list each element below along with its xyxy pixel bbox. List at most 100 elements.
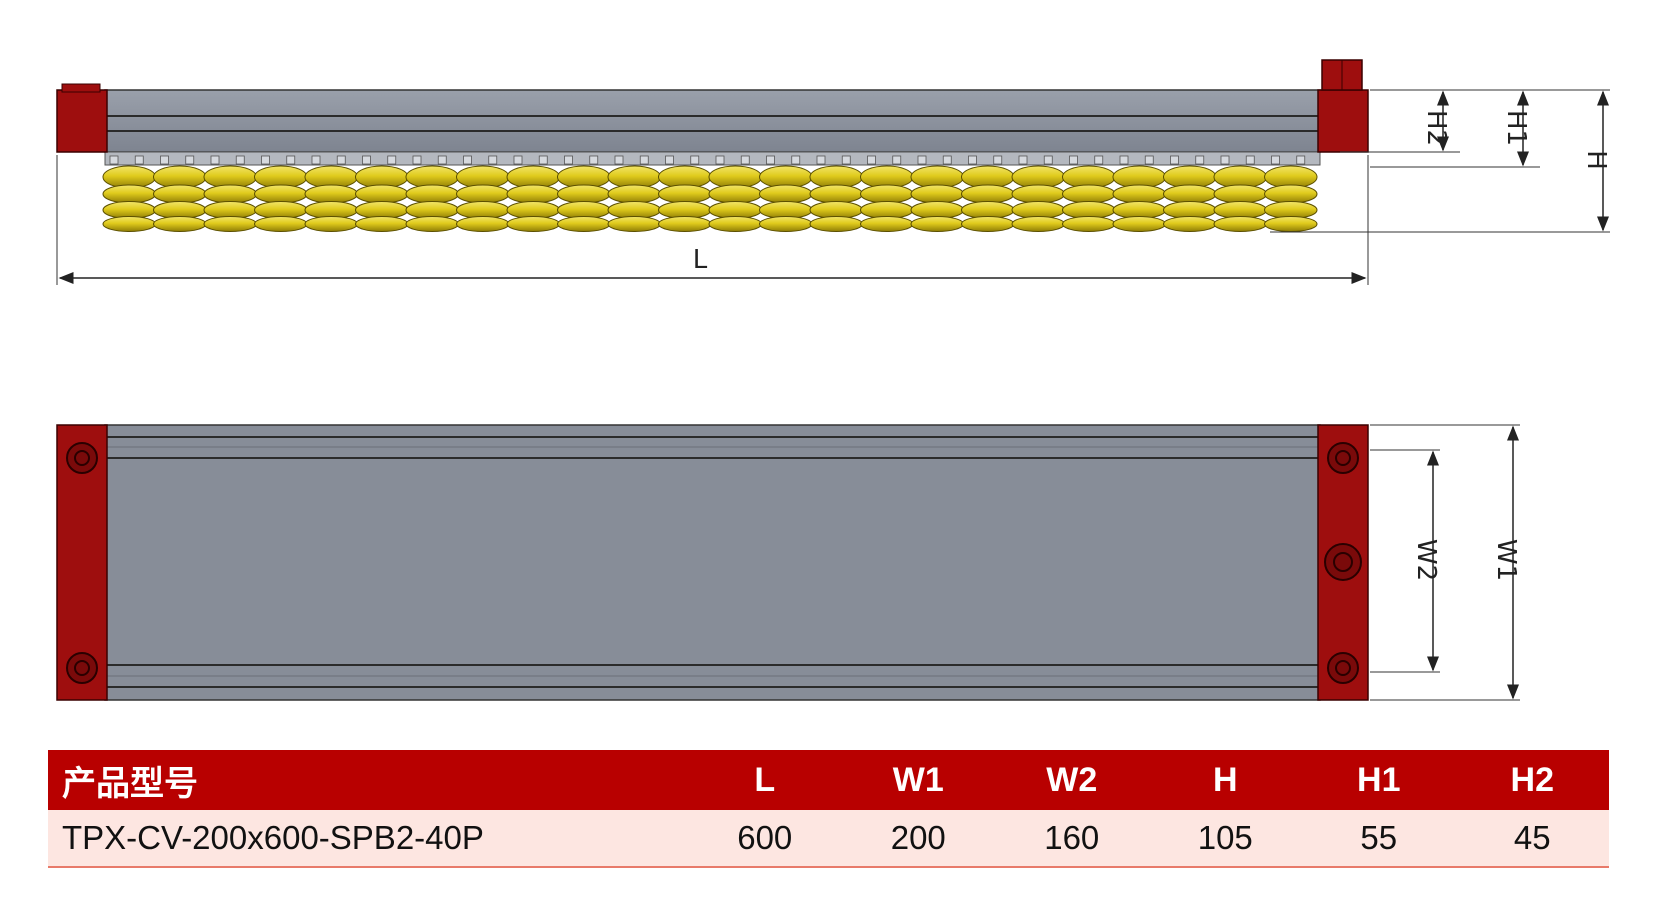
fitting-nub (261, 155, 270, 165)
suction-cup-segment (607, 201, 661, 219)
fitting-nub (513, 155, 523, 165)
suction-cup-segment (1011, 216, 1065, 232)
mounting-bolts (66, 442, 1362, 684)
suction-cup-segment (1011, 184, 1065, 204)
suction-cup-segment (1163, 201, 1217, 219)
fitting-nub (1170, 155, 1179, 165)
fitting-nub (210, 155, 220, 165)
fitting-nub (185, 155, 195, 165)
suction-cup-segment (759, 216, 813, 232)
fitting-nub (1043, 155, 1053, 165)
fitting-nub (917, 155, 927, 165)
fitting-nub (109, 155, 119, 165)
cell-h: 105 (1148, 810, 1302, 868)
suction-cup-segment (1264, 216, 1318, 232)
fitting-nub (1119, 155, 1129, 165)
fitting-nub (665, 155, 674, 165)
fitting-nub (235, 155, 245, 165)
side-view-base-plate (104, 151, 1321, 166)
h2-label: H2 (1421, 110, 1451, 146)
suction-cup-segment (456, 201, 510, 219)
fitting-nub (134, 155, 144, 165)
suction-cup-segment (405, 216, 459, 232)
suction-cup-segment (102, 216, 156, 232)
fitting-nub (1296, 155, 1306, 165)
suction-cup-segment (102, 184, 156, 204)
fitting-nub (1271, 155, 1280, 165)
fitting-nub (311, 155, 321, 165)
fitting-nub (766, 155, 775, 165)
fitting-nub (968, 155, 977, 165)
suction-cup-segment (304, 201, 358, 219)
fitting-nub (488, 155, 498, 165)
suction-cup-segment (304, 184, 358, 204)
fitting-nub (1195, 155, 1205, 165)
suction-cup-segment (153, 184, 207, 204)
suction-cup-segment (1062, 216, 1116, 232)
cell-w1: 200 (841, 810, 995, 868)
suction-cup-segment (708, 201, 762, 219)
suction-cup-segment (1112, 184, 1166, 204)
header-model: 产品型号 (48, 750, 688, 810)
suction-cup-segment (607, 216, 661, 232)
suction-cup-segment (506, 184, 560, 204)
h-label: H (1581, 150, 1611, 170)
fitting-nub (336, 155, 346, 165)
fitting-nub (614, 155, 624, 165)
suction-cup-segment (153, 201, 207, 219)
suction-cup-segment (961, 201, 1015, 219)
suction-cup-segment (1062, 201, 1116, 219)
suction-cup-segment (809, 201, 863, 219)
cell-w2: 160 (995, 810, 1149, 868)
suction-cup-segment (355, 184, 409, 204)
suction-cup-segment (860, 184, 914, 204)
side-view-beam (104, 89, 1321, 153)
fitting-nub (538, 155, 548, 165)
side-view-right-end-cap (1317, 89, 1369, 153)
suction-cup-segment (961, 216, 1015, 232)
suction-cup-segment (557, 184, 611, 204)
suction-cup-segment (607, 184, 661, 204)
suction-cup-segment (557, 201, 611, 219)
suction-cup-segment (1163, 184, 1217, 204)
suction-cup-segment (405, 201, 459, 219)
suction-cup-segment (658, 201, 712, 219)
suction-cup-segment (506, 216, 560, 232)
fitting-nub (1245, 155, 1255, 165)
w2-label: W2 (1411, 539, 1441, 581)
header-l: L (688, 750, 842, 810)
suction-cup-segment (910, 184, 964, 204)
suction-cup-segment (910, 201, 964, 219)
cell-l: 600 (688, 810, 842, 868)
fitting-nub (1220, 155, 1230, 165)
fitting-nub (362, 155, 371, 165)
fitting-nub (412, 155, 422, 165)
fitting-nub (690, 155, 700, 165)
suction-cup-segment (658, 216, 712, 232)
fitting-nub (892, 155, 902, 165)
suction-cup-segment (355, 201, 409, 219)
suction-cup-segment (102, 201, 156, 219)
l-label: L (693, 245, 708, 275)
suction-cup-segment (203, 201, 257, 219)
suction-cup-segment (1062, 184, 1116, 204)
suction-cup-segment (860, 216, 914, 232)
suction-cup-segment (910, 216, 964, 232)
suction-cup-segment (153, 216, 207, 232)
suction-cup-segment (304, 216, 358, 232)
fitting-nub (463, 155, 472, 165)
fitting-nub (639, 155, 649, 165)
cell-h1: 55 (1302, 810, 1456, 868)
suction-cup-segment (708, 184, 762, 204)
suction-cup-segment (1213, 216, 1267, 232)
suction-cup-segment (1112, 216, 1166, 232)
fitting-nub (942, 155, 952, 165)
fitting-nub (867, 155, 876, 165)
spec-table-header-row: 产品型号 L W1 W2 H H1 H2 (48, 750, 1609, 810)
suction-cup-segment (759, 184, 813, 204)
fitting-nub (1094, 155, 1104, 165)
suction-cup-segment (1112, 201, 1166, 219)
fitting-nub (1144, 155, 1154, 165)
fitting-nub (387, 155, 397, 165)
suction-cup-segment (1213, 201, 1267, 219)
